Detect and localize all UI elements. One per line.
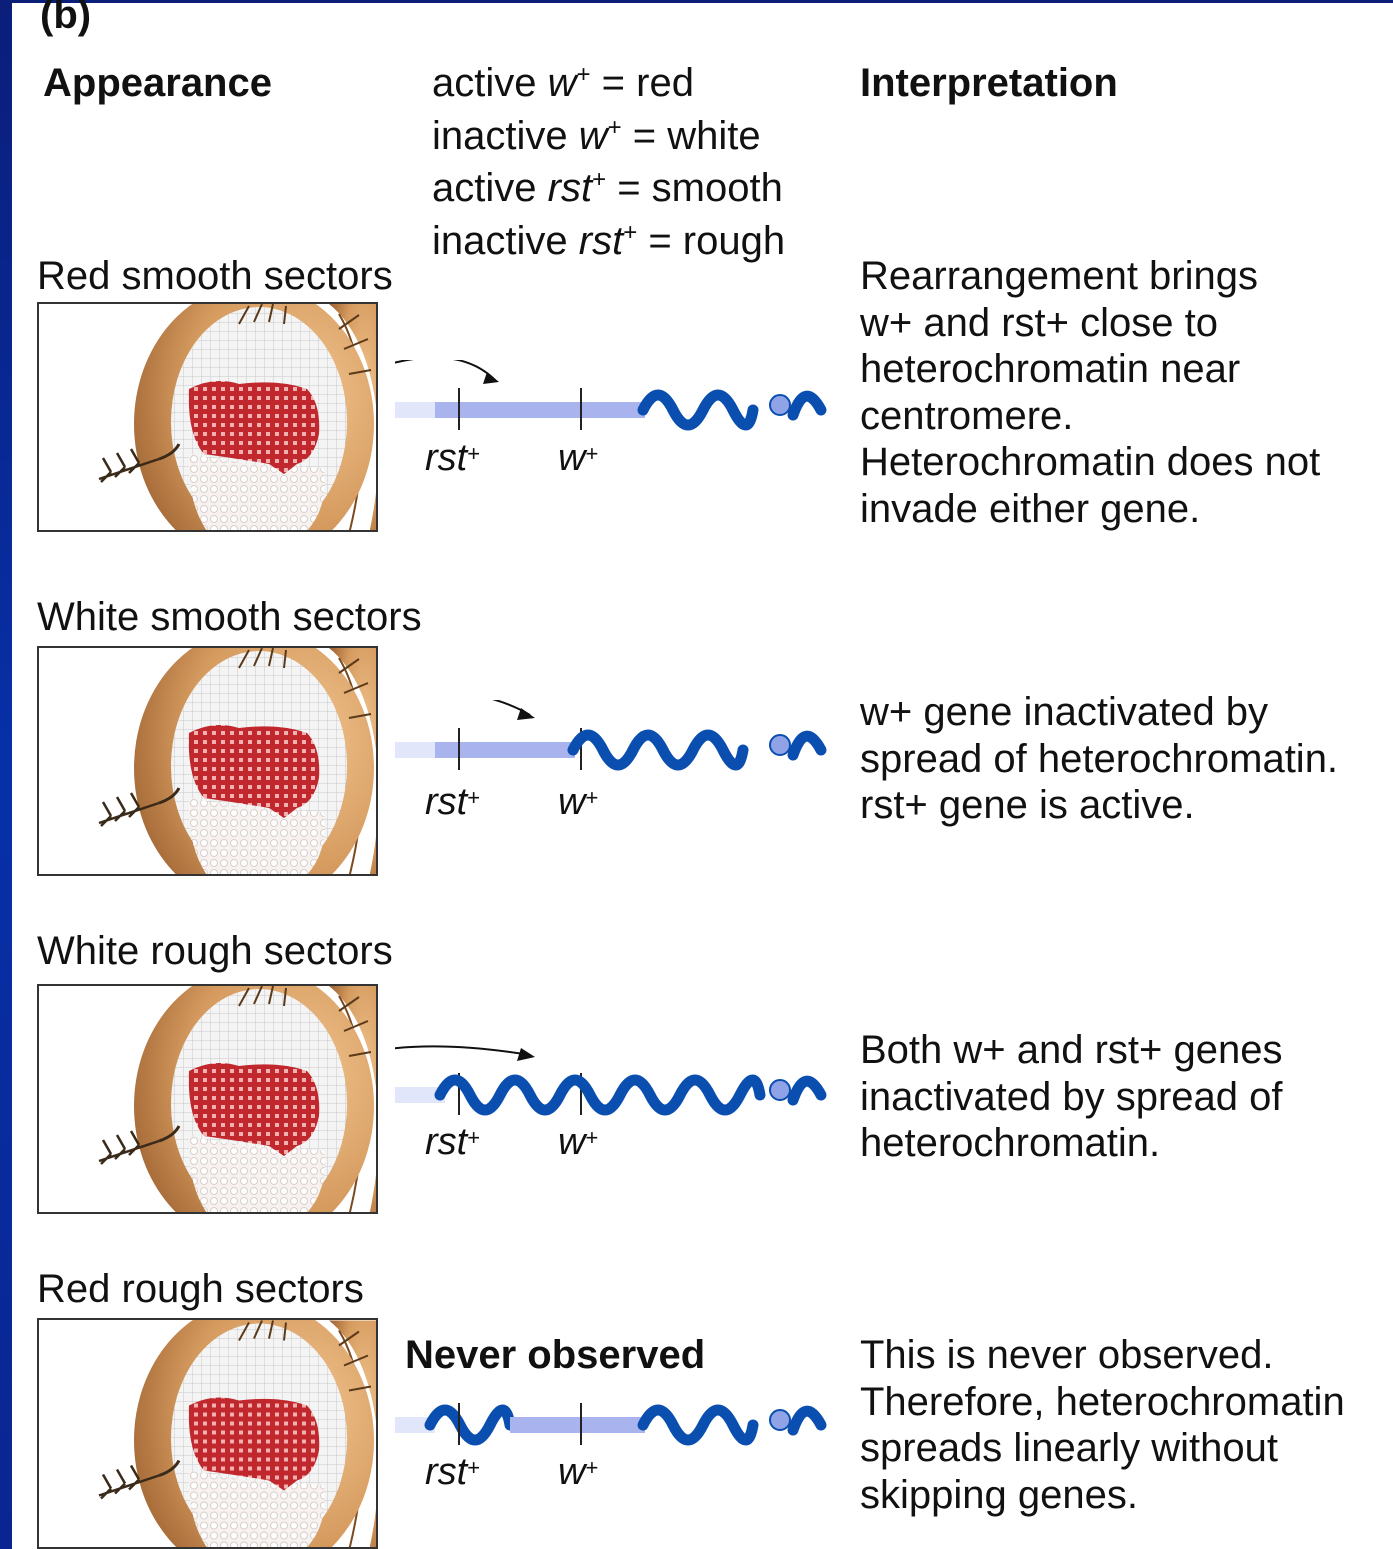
legend-row: active rst+ = smooth [432,165,785,218]
gene-label-rst: rst+ [425,1452,480,1492]
gene-label-w: w+ [558,1452,598,1492]
fly-eye-image [37,302,378,532]
panel-title-red-smooth: Red smooth sectors [37,253,393,299]
gene-label-w: w+ [558,438,598,478]
gene-label-w: w+ [558,1122,598,1162]
gene-label-rst: rst+ [425,1122,480,1162]
never-observed-label: Never observed [405,1332,705,1378]
fly-eye-image [37,646,378,876]
legend-row: active w+ = red [432,60,785,113]
gene-label-w: w+ [558,782,598,822]
panel-title-white-rough: White rough sectors [37,928,393,974]
appearance-header: Appearance [43,60,272,106]
panel-title-white-smooth: White smooth sectors [37,594,422,640]
slide-left-border [0,0,12,1549]
interpretation-white-smooth: w+ gene inactivated by spread of heteroc… [860,689,1338,829]
gene-label-rst: rst+ [425,438,480,478]
fly-eye-image [37,984,378,1214]
chromosome-diagram-white-smooth [395,700,840,790]
interpretation-red-rough: This is never observed. Therefore, heter… [860,1332,1345,1518]
interpretation-header: Interpretation [860,60,1118,106]
legend-row: inactive rst+ = rough [432,218,785,271]
interpretation-white-rough: Both w+ and rst+ genes inactivated by sp… [860,1027,1283,1167]
slide-top-border [0,0,1393,3]
gene-state-legend: active w+ = red inactive w+ = white acti… [432,60,785,270]
figure-label: (b) [40,0,91,38]
interpretation-red-smooth: Rearrangement brings w+ and rst+ close t… [860,253,1320,532]
fly-eye-image [37,1318,378,1549]
legend-row: inactive w+ = white [432,113,785,166]
gene-label-rst: rst+ [425,782,480,822]
panel-title-red-rough: Red rough sectors [37,1266,364,1312]
